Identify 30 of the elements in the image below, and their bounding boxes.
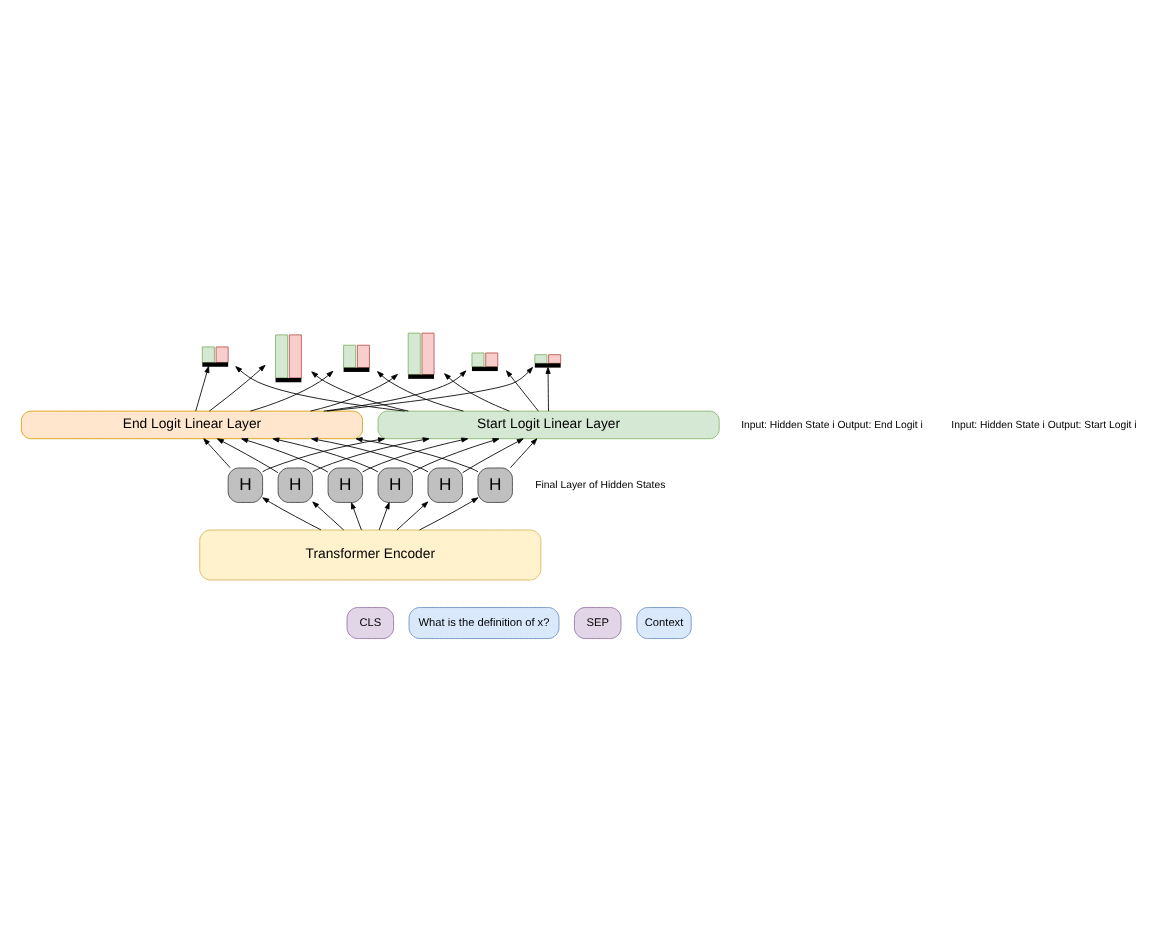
- arrow: [462, 437, 524, 473]
- arrow: [396, 500, 429, 530]
- arrow: [419, 496, 479, 530]
- arrow: [262, 496, 322, 530]
- arrow: [378, 501, 390, 530]
- arrow: [351, 501, 362, 530]
- arrow: [310, 372, 398, 411]
- arrow: [311, 370, 409, 411]
- arrow: [377, 370, 464, 411]
- arrow: [412, 437, 500, 472]
- arrow: [545, 366, 551, 411]
- arrow: [241, 437, 329, 472]
- arrow: [312, 500, 345, 530]
- arrow: [195, 365, 210, 411]
- arrow: [203, 437, 231, 468]
- arrow: [323, 369, 467, 411]
- arrow: [509, 437, 538, 468]
- node-box: H: [327, 466, 363, 502]
- node-box: H: [427, 466, 463, 502]
- arrow: [216, 437, 279, 473]
- arrow: [326, 366, 533, 411]
- arrow: [208, 363, 266, 411]
- arrow: [506, 369, 539, 411]
- arrow: [250, 369, 334, 411]
- node-box: H: [227, 466, 264, 502]
- arrow: [235, 365, 406, 411]
- node-box: H: [477, 466, 513, 502]
- node-box: H: [377, 466, 413, 502]
- node-box: H: [277, 466, 313, 502]
- arrow: [444, 372, 510, 411]
